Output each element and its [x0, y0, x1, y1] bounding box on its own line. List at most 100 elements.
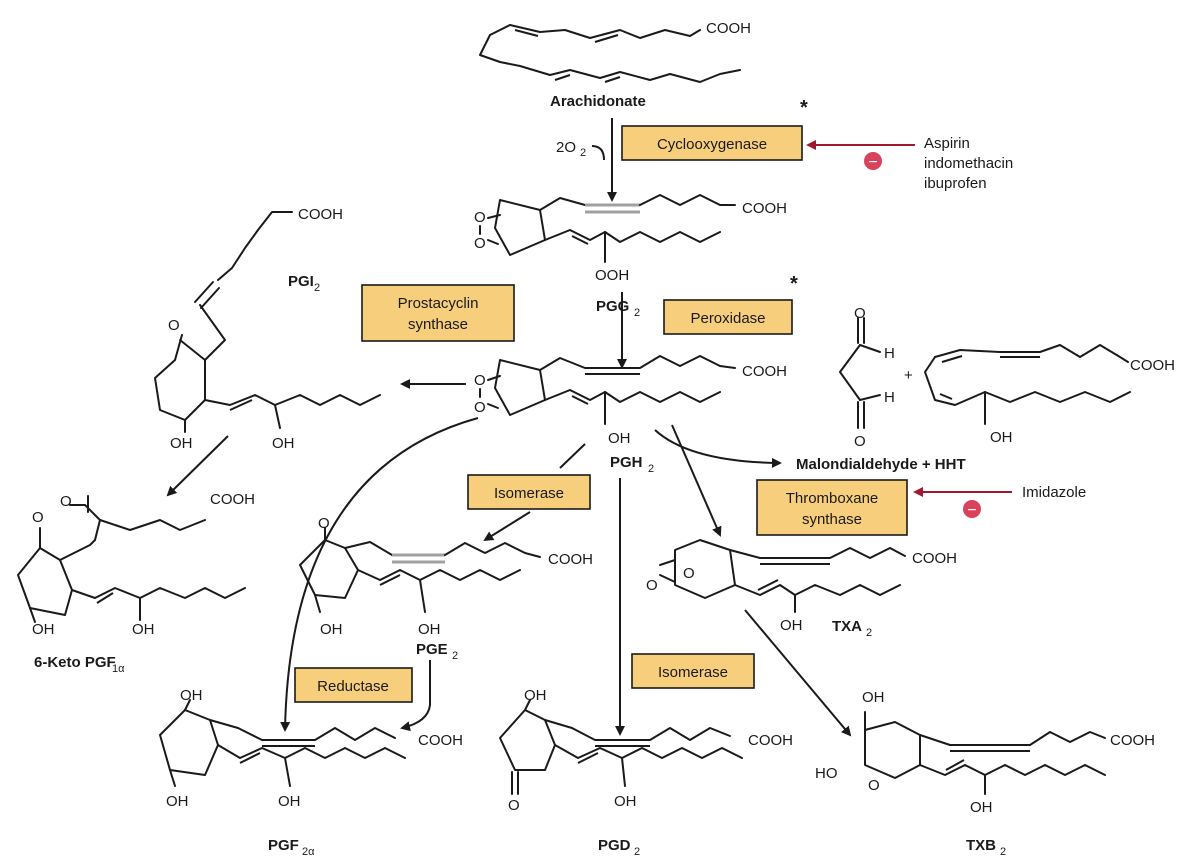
txa2-label: TXA — [832, 618, 862, 635]
svg-text:OH: OH — [166, 793, 189, 810]
svg-text:COOH: COOH — [742, 363, 787, 380]
inhibitor-indomethacin: indomethacin — [924, 155, 1013, 172]
inhibitor-aspirin: Aspirin — [924, 135, 970, 152]
svg-text:2: 2 — [866, 627, 872, 639]
svg-text:OH: OH — [970, 799, 993, 816]
svg-text:OH: OH — [780, 617, 803, 634]
pgg2-label: PGG — [596, 298, 629, 315]
isomerase-pge-arrow-1 — [559, 443, 586, 469]
pge2-structure: O COOH OH OH PGE 2 — [299, 515, 593, 662]
enzyme-prostacyclin-synthase: Prostacyclin synthase — [361, 284, 515, 342]
svg-text:synthase: synthase — [408, 316, 468, 333]
pgf2a-label: PGF — [268, 837, 299, 854]
svg-text:synthase: synthase — [802, 511, 862, 528]
svg-text:Isomerase: Isomerase — [658, 664, 728, 681]
svg-text:O: O — [474, 235, 486, 252]
svg-text:Thromboxane: Thromboxane — [786, 490, 879, 507]
svg-text:COOH: COOH — [210, 491, 255, 508]
svg-text:O: O — [168, 317, 180, 334]
pgi2-label: PGI — [288, 273, 314, 290]
svg-text:2: 2 — [314, 282, 320, 294]
cox-inhibition-badge: − — [864, 152, 882, 171]
svg-text:COOH: COOH — [298, 206, 343, 223]
svg-text:O: O — [868, 777, 880, 794]
svg-text:OH: OH — [180, 687, 203, 704]
inhibitor-ibuprofen: ibuprofen — [924, 175, 987, 192]
svg-text:COOH: COOH — [1130, 357, 1175, 374]
svg-text:O: O — [854, 433, 866, 450]
svg-text:OH: OH — [32, 621, 55, 638]
keto-pgf-arrow — [166, 435, 229, 497]
svg-text:H: H — [884, 345, 895, 362]
svg-text:+: + — [904, 367, 913, 384]
txa2-structure: O O COOH OH TXA 2 — [646, 539, 957, 639]
svg-text:OH: OH — [990, 429, 1013, 446]
svg-text:OH: OH — [272, 435, 295, 452]
svg-text:Prostacyclin: Prostacyclin — [398, 295, 479, 312]
svg-text:Cyclooxygenase: Cyclooxygenase — [657, 136, 767, 153]
svg-text:COOH: COOH — [742, 200, 787, 217]
pgf2a-structure: OH COOH OH OH PGF 2α — [159, 687, 463, 858]
svg-text:COOH: COOH — [1110, 732, 1155, 749]
svg-text:OH: OH — [524, 687, 547, 704]
txb2-synthesis-arrow — [744, 609, 852, 737]
svg-text:OH: OH — [132, 621, 155, 638]
svg-text:Reductase: Reductase — [317, 678, 389, 695]
svg-text:COOH: COOH — [418, 732, 463, 749]
svg-text:2: 2 — [580, 147, 586, 159]
malondialdehyde-arrow — [654, 429, 782, 468]
svg-text:H: H — [884, 389, 895, 406]
enzyme-reductase: Reductase — [294, 667, 413, 703]
keto-pgf-label: 6-Keto PGF — [34, 654, 116, 671]
svg-text:OH: OH — [614, 793, 637, 810]
svg-text:O: O — [32, 509, 44, 526]
svg-text:O: O — [683, 565, 695, 582]
enzyme-isomerase-pgd: Isomerase — [631, 653, 755, 689]
isomerase-pge-arrow-2 — [483, 511, 531, 542]
keto-pgf-structure: O O COOH OH OH 6-Keto PGF 1α — [17, 491, 255, 675]
svg-text:O: O — [474, 209, 486, 226]
svg-text:2: 2 — [1000, 846, 1006, 858]
pgh2-label: PGH — [610, 454, 643, 471]
svg-text:HO: HO — [815, 765, 838, 782]
pgd2-structure: OH COOH O OH PGD 2 — [499, 687, 793, 858]
svg-text:OH: OH — [170, 435, 193, 452]
svg-text:O: O — [474, 399, 486, 416]
svg-text:COOH: COOH — [912, 550, 957, 567]
arachidonate-cooh: COOH — [706, 20, 751, 37]
malondialdehyde-label: Malondialdehyde + HHT — [796, 456, 966, 473]
txa2-synthesis-arrow — [671, 424, 722, 537]
svg-text:Peroxidase: Peroxidase — [690, 310, 765, 327]
svg-text:2: 2 — [634, 307, 640, 319]
peroxidase-star: * — [790, 273, 798, 295]
svg-text:−: − — [868, 154, 877, 171]
pgh2-structure: O O COOH OH PGH 2 — [474, 355, 787, 475]
cox-star: * — [800, 97, 808, 119]
svg-text:OH: OH — [862, 689, 885, 706]
svg-text:COOH: COOH — [548, 551, 593, 568]
reductase-arrow — [400, 660, 431, 732]
pgd2-label: PGD — [598, 837, 631, 854]
oxygen-label: 2O — [556, 139, 576, 156]
enzyme-peroxidase: Peroxidase — [663, 299, 793, 335]
pgf2a-synthesis-arrow — [280, 417, 479, 732]
svg-text:O: O — [508, 797, 520, 814]
enzyme-cyclooxygenase: Cyclooxygenase — [621, 125, 803, 161]
tx-inhibition-badge: − — [963, 500, 981, 519]
svg-text:−: − — [967, 502, 976, 519]
svg-text:O: O — [60, 493, 72, 510]
svg-text:O: O — [474, 372, 486, 389]
inhibitor-imidazole: Imidazole — [1022, 484, 1086, 501]
pgi2-structure: COOH O OH OH PGI 2 — [154, 206, 381, 452]
pgg2-structure: O O COOH OOH PGG 2 — [474, 194, 787, 319]
svg-text:OOH: OOH — [595, 267, 629, 284]
malondialdehyde-structure: O O H H + — [839, 305, 913, 450]
svg-text:OH: OH — [608, 430, 631, 447]
svg-text:Isomerase: Isomerase — [494, 485, 564, 502]
txb2-label: TXB — [966, 837, 996, 854]
svg-text:OH: OH — [320, 621, 343, 638]
svg-text:OH: OH — [278, 793, 301, 810]
enzyme-isomerase-pge: Isomerase — [467, 474, 591, 510]
svg-text:2: 2 — [648, 463, 654, 475]
